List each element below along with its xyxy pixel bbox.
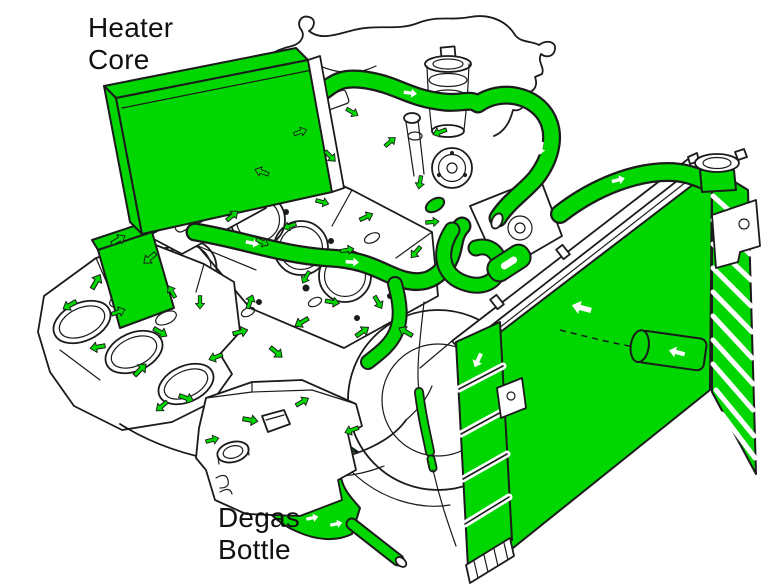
left-cylinder-bank (37, 241, 241, 431)
thermostat-housing (424, 196, 532, 294)
water-pump-pulley (431, 147, 473, 189)
heater-core (91, 47, 345, 329)
upper-radiator-hose (550, 162, 714, 224)
degas-bottle-label: Degas Bottle (218, 502, 300, 566)
heater-core-label-line2: Core (88, 44, 150, 75)
radiator-bottom-fins (465, 537, 515, 584)
degas-bottle (195, 379, 408, 568)
heater-core-label-line1: Heater (88, 12, 174, 43)
radiator (419, 148, 761, 584)
degas-cap (216, 440, 250, 465)
radiator-cap (687, 148, 748, 193)
degas-bottle-label-line1: Degas (218, 502, 300, 533)
sensor-tube (403, 112, 425, 177)
radiator-left-tank (455, 321, 527, 584)
radiator-right-fins (710, 167, 761, 475)
degas-hose (414, 301, 457, 547)
heater-core-label: Heater Core (88, 12, 173, 76)
degas-bottle-label-line2: Bottle (218, 534, 291, 565)
degas-bottle-body (195, 379, 363, 517)
radiator-mount-bracket (711, 199, 761, 269)
lower-radiator-pipe (629, 329, 708, 372)
